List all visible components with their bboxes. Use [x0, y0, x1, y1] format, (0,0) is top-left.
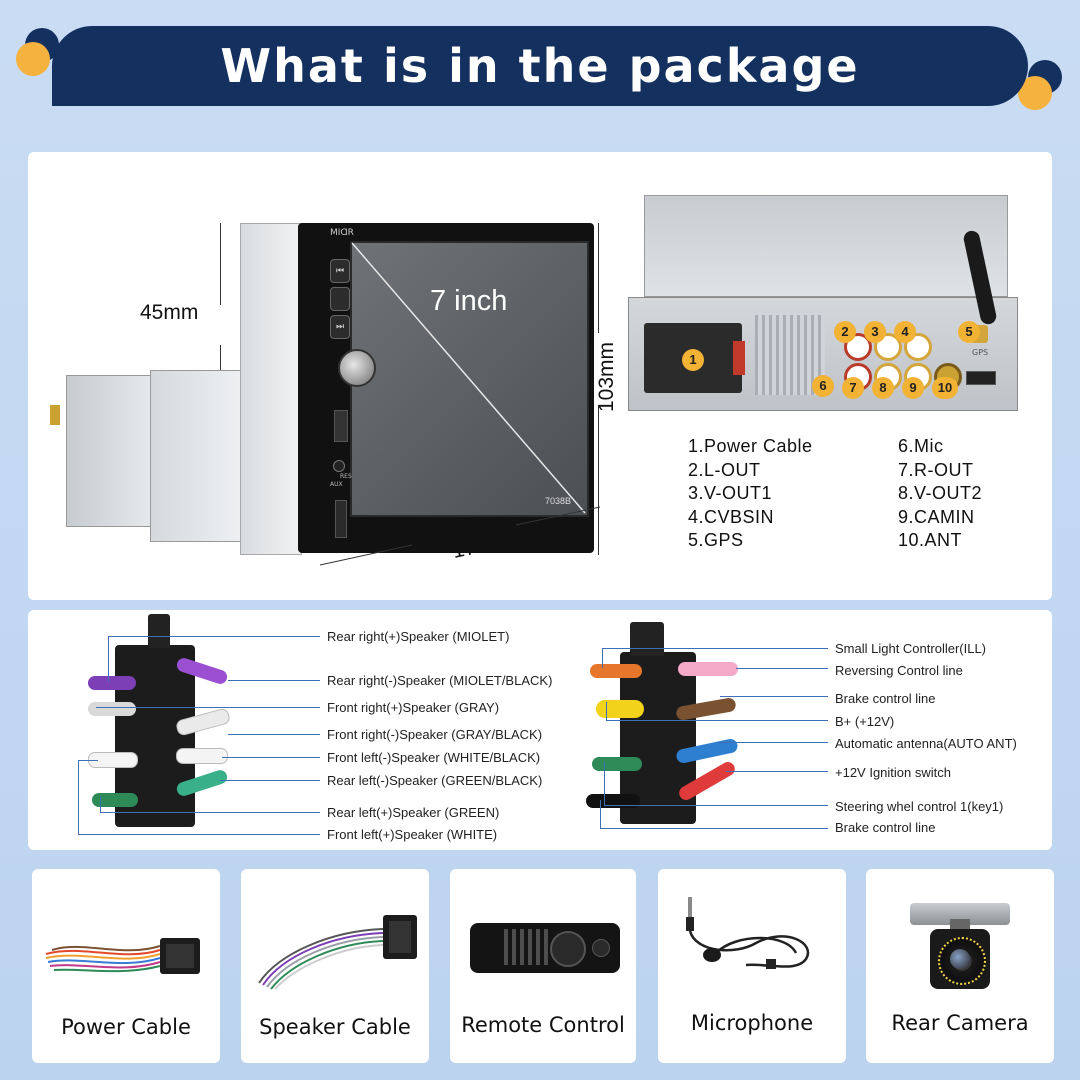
port-legend-item: 10.ANT	[898, 530, 963, 550]
usb-slot	[334, 410, 348, 442]
port-number-2: 2	[834, 321, 856, 343]
depth-dimension: 45mm	[140, 301, 199, 324]
accessory-label: Power Cable	[61, 1015, 191, 1039]
speaker-wire-white-right	[176, 748, 228, 764]
port-legend-item: 2.L-OUT	[688, 459, 761, 480]
height-dimension: 103mm	[595, 341, 619, 413]
power-wire-label: Brake control line	[835, 691, 936, 706]
port-number-3: 3	[864, 321, 886, 343]
power-wire-pink	[678, 662, 738, 676]
speaker-wire-label: Front left(-)Speaker (WHITE/BLACK)	[327, 750, 541, 765]
port-number-8: 8	[872, 377, 894, 399]
port-legend-item: 7.R-OUT	[898, 459, 974, 480]
port-number-1: 1	[682, 349, 704, 371]
mic-label: MIC	[330, 228, 347, 238]
speaker-wire-label: Front left(+)Speaker (WHITE)	[327, 827, 498, 842]
page-title: What is in the package	[220, 39, 860, 93]
port-legend-item: 8.V-OUT2	[898, 483, 983, 503]
power-wire-yellow	[596, 700, 644, 718]
ir-label: IR	[345, 228, 354, 238]
head-unit-rear-view: GPS 1 2 3 4 5 6 7 8 9 10	[620, 195, 1020, 415]
power-cable-image	[45, 938, 200, 974]
accessory-card-microphone: Microphone	[658, 869, 846, 1063]
port-legend-right: 6.Mic 7.R-OUT 8.V-OUT2 9.CAMIN 10.ANT	[898, 436, 1038, 554]
speaker-cable-image	[258, 915, 417, 990]
port-number-10: 10	[932, 377, 958, 399]
screen-size-label: 7 inch	[430, 285, 508, 317]
microphone-image	[686, 897, 810, 969]
power-wire-label: B+ (+12V)	[835, 714, 895, 729]
port-number-9: 9	[902, 377, 924, 399]
speaker-wire-green-left	[92, 793, 138, 807]
port-number-5: 5	[958, 321, 980, 343]
port-number-4: 4	[894, 321, 916, 343]
camera-bracket	[910, 903, 1010, 925]
power-wire-green	[592, 757, 642, 771]
aux-label: AUX	[330, 481, 343, 488]
speaker-wire-violet-left	[88, 676, 136, 690]
port-legend-item: 3.V-OUT1	[688, 483, 773, 503]
port-legend-item: 9.CAMIN	[898, 506, 975, 527]
power-wire-black	[586, 794, 640, 808]
accessory-label: Rear Camera	[891, 1011, 1029, 1035]
gps-label: GPS	[972, 348, 989, 357]
speaker-wire-label: Rear left(+)Speaker (GREEN)	[327, 805, 500, 820]
port-legend-item: 6.Mic	[898, 436, 944, 456]
speaker-wire-label: Rear left(-)Speaker (GREEN/BLACK)	[327, 773, 543, 788]
power-wire-label: +12V Ignition switch	[835, 765, 951, 780]
power-wire-orange	[590, 664, 642, 678]
accessory-label: Remote Control	[461, 1013, 625, 1037]
speaker-wire-label: Rear right(-)Speaker (MIOLET/BLACK)	[327, 673, 553, 688]
volume-knob[interactable]	[338, 349, 376, 387]
accessory-label: Microphone	[690, 1011, 814, 1035]
speaker-wire-label: Rear right(+)Speaker (MIOLET)	[327, 629, 510, 644]
power-wire-label: Brake control line	[835, 820, 936, 835]
speaker-wire-gray-left	[88, 702, 136, 716]
power-wire-label: Small Light Controller(ILL)	[835, 641, 987, 656]
next-button[interactable]: ⏭	[330, 315, 350, 339]
accessory-card-rear-camera: Rear Camera	[866, 869, 1054, 1063]
port-legend-left: 1.Power Cable 2.L-OUT 3.V-OUT1 4.CVBSIN …	[688, 436, 888, 554]
decor-dot-orange-left	[16, 42, 50, 76]
mode-button[interactable]	[330, 287, 350, 311]
accessory-card-power-cable: Power Cable	[32, 869, 220, 1063]
power-wire-label: Reversing Control line	[835, 663, 963, 678]
head-unit-front-view: 45mm 7 inch 7038B MIC IR ⏮ ⏭ RES AUX 103…	[50, 215, 618, 575]
port-legend-item: 4.CVBSIN	[688, 506, 775, 527]
port-number-6: 6	[812, 375, 834, 397]
port-legend-item: 1.Power Cable	[688, 436, 813, 456]
rear-top-plate	[644, 195, 1008, 297]
speaker-wire-label: Front right(+)Speaker (GRAY)	[327, 700, 500, 715]
accessory-card-speaker-cable: Speaker Cable	[241, 869, 429, 1063]
port-number-7: 7	[842, 377, 864, 399]
accessory-label: Speaker Cable	[259, 1015, 411, 1039]
card-slot	[335, 500, 347, 538]
model-label: 7038B	[545, 496, 572, 506]
aux-jack	[333, 460, 345, 472]
header-banner	[52, 26, 1028, 106]
speaker-wire-label: Front right(-)Speaker (GRAY/BLACK)	[327, 727, 543, 742]
prev-button[interactable]: ⏮	[330, 259, 350, 283]
power-wire-label: Steering whel control 1(key1)	[835, 799, 1004, 814]
usb-port-rear	[966, 371, 996, 385]
accessory-card-remote-control: Remote Control	[450, 869, 636, 1063]
power-wire-label: Automatic antenna(AUTO ANT)	[835, 736, 1017, 751]
port-legend-item: 5.GPS	[688, 530, 744, 550]
screen-diagonal	[351, 242, 586, 514]
res-label: RES	[340, 473, 352, 480]
